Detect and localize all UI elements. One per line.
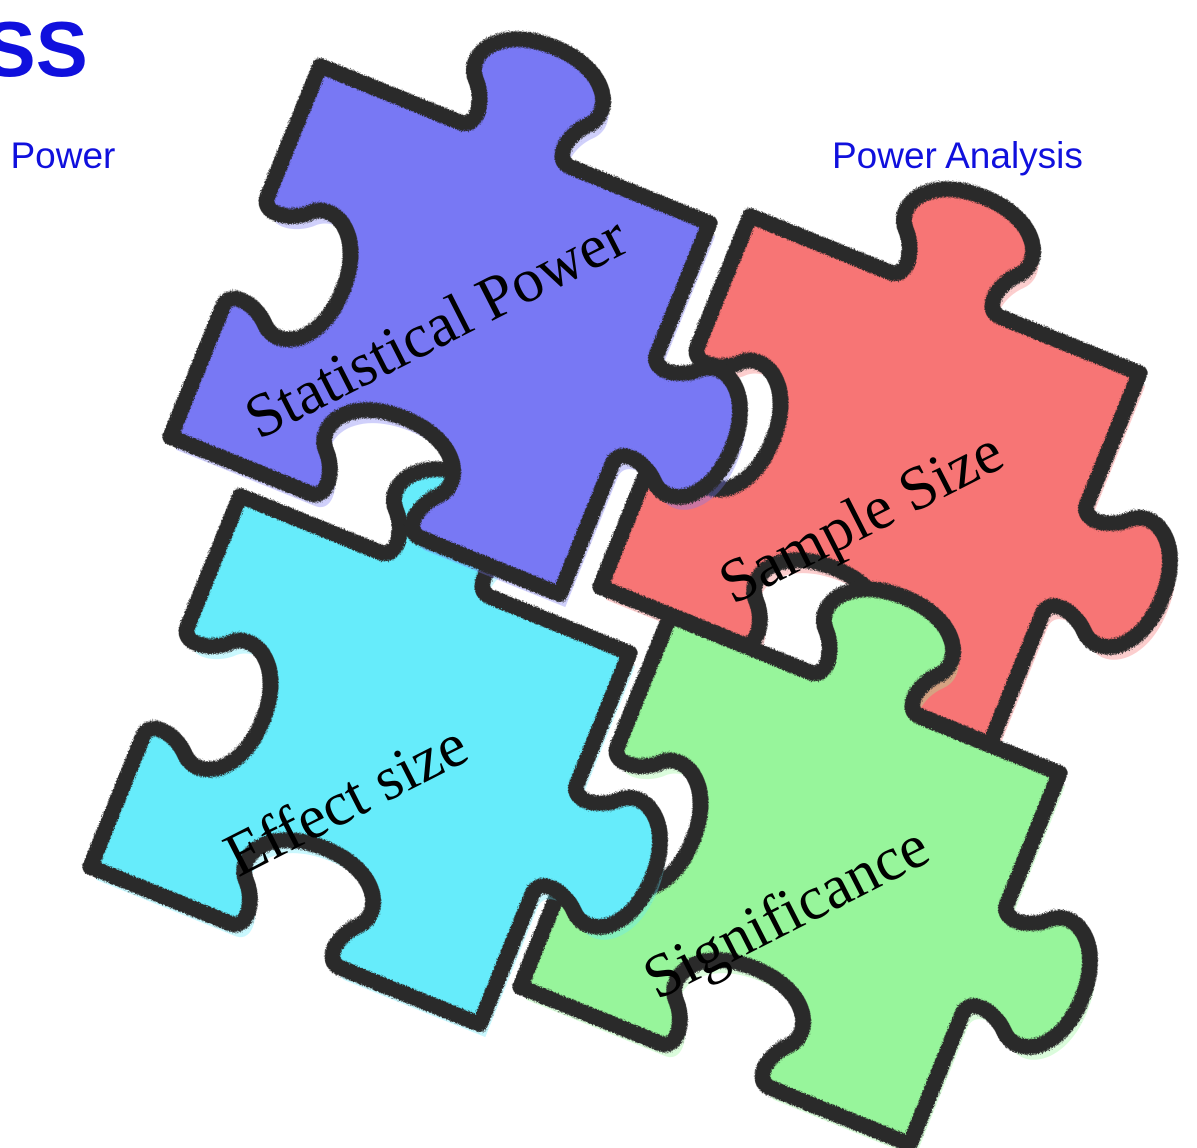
subtitle-right: Power Analysis [832, 135, 1083, 176]
page-title: iSS [0, 5, 88, 93]
subtitle-left: l Power [0, 135, 116, 176]
